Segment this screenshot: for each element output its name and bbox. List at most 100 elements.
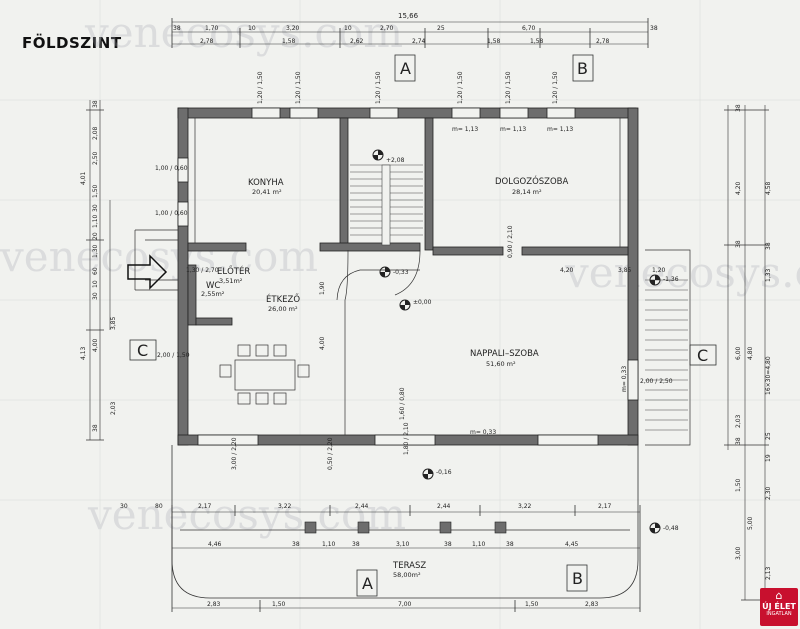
dim-label: 10 (248, 25, 256, 32)
dim-label: 2,44 (355, 503, 369, 510)
dim-label: 1,33 (765, 268, 772, 282)
window-dim: 1,20 / 1,50 (505, 71, 512, 104)
dim-label: 16×30=4,80 (765, 356, 772, 395)
dim-label: 1,00 / 0,60 (155, 165, 188, 172)
dim-label: 2,78 (596, 38, 610, 45)
dim-label: 2,08 (92, 126, 99, 140)
logo-line1: ÚJ ÉLET (762, 602, 796, 611)
window-m-label: m= 0,33 (470, 429, 496, 436)
level-label: +2,08 (386, 157, 405, 164)
dim-label: 3,85 (618, 267, 632, 274)
window-m-label: m= 1,13 (452, 126, 478, 133)
room-name-konyha: KONYHA (248, 178, 284, 188)
dim-label: 1,50 (525, 601, 539, 608)
dim-label: 2,00 / 2,50 (640, 378, 673, 385)
dim-label: 38 (92, 424, 99, 432)
dim-label: 10 (92, 280, 99, 288)
room-area-etkezo: 26,00 m² (268, 305, 298, 313)
dimension-lines (89, 21, 766, 609)
dim-label: 1,58 (282, 38, 296, 45)
room-area-dolgozo: 28,14 m² (512, 188, 542, 196)
dim-label: 38 (735, 437, 742, 445)
brand-logo: ⌂ ÚJ ÉLET INGATLAN (760, 588, 798, 626)
dim-label: 1,10 (92, 214, 99, 228)
dim-label: 1,00 / 0,60 (155, 210, 188, 217)
dim-label: 3,20 (286, 25, 300, 32)
dim-label: 2,13 (765, 566, 772, 580)
dim-label: 38 (506, 541, 514, 548)
interior-lines (134, 118, 691, 446)
dim-label: 3,00 (735, 546, 742, 560)
dim-label: 30 (92, 204, 99, 212)
section-mark-b-top: B (577, 59, 588, 78)
window-dim: 1,20 / 1,50 (375, 71, 382, 104)
dim-label: 3,85 (110, 316, 117, 330)
level-label: -0,48 (663, 525, 679, 532)
room-name-dolgozo: DOLGOZÓSZOBA (495, 175, 569, 187)
dim-label: 38 (292, 541, 300, 548)
dim-label: 2,03 (110, 401, 117, 415)
room-name-terasz: TERASZ (392, 561, 426, 571)
dim-label: 38 (650, 25, 658, 32)
dim-label: 38 (92, 100, 99, 108)
dim-label: 1,20 (652, 267, 666, 274)
room-area-nappali: 51,60 m² (486, 360, 516, 368)
dim-label: 1,58 (487, 38, 501, 45)
window-dim: 1,20 / 1,50 (257, 71, 264, 104)
dim-label: 38 (735, 240, 742, 248)
dim-label: 2,74 (412, 38, 426, 45)
terrace-pillars (304, 521, 507, 534)
dim-label: 1,70 (205, 25, 219, 32)
main-stairs (350, 164, 423, 246)
level-label: -0,33 (393, 269, 409, 276)
windows (177, 107, 639, 446)
dim-label: 1,90 (319, 281, 326, 295)
section-mark-b-bottom: B (572, 569, 583, 588)
window-dim: 1,20 / 1,50 (457, 71, 464, 104)
logo-line2: INGATLAN (766, 611, 792, 617)
dim-label: 4,46 (208, 541, 222, 548)
dim-label: 2,70 (380, 25, 394, 32)
room-name-nappali: NAPPALI–SZOBA (470, 349, 539, 359)
dim-label: 19 (765, 454, 772, 462)
dim-label: 25 (437, 25, 445, 32)
dim-label: 1,10 (472, 541, 486, 548)
dim-label: 2,17 (598, 503, 612, 510)
window-dim: 1,20 / 1,50 (295, 71, 302, 104)
dim-label: 1,50 (272, 601, 286, 608)
dim-label: 3,10 (396, 541, 410, 548)
dim-label: 5,00 (747, 516, 754, 530)
dim-label: 1,50 (92, 184, 99, 198)
dim-label: 2,83 (585, 601, 599, 608)
dim-label: 25 (765, 432, 772, 440)
window-m-label: m= 1,13 (547, 126, 573, 133)
dim-label: 30 (92, 292, 99, 300)
room-name-etkezo: ÉTKEZŐ (266, 293, 300, 305)
dim-label: 6,70 (522, 25, 536, 32)
dim-label: 4,20 (560, 267, 574, 274)
right-dimensions: 38 4,20 4,58 38 1,33 38 6,00 4,80 16×30=… (735, 104, 772, 580)
dim-label: 1,30 / 2,70 (186, 267, 219, 274)
section-mark-c-left: C (137, 341, 148, 360)
dim-label: 0,50 / 2,20 (327, 437, 334, 470)
dining-table (219, 344, 310, 405)
dim-label: 20 (92, 232, 99, 240)
level-label: -0,16 (436, 469, 452, 476)
dim-label: 2,30 (765, 486, 772, 500)
dim-label: 2,50 (92, 151, 99, 165)
dim-label: 2,62 (350, 38, 364, 45)
dim-label: 1,30 (92, 244, 99, 258)
room-area-konyha: 20,41 m² (252, 188, 282, 196)
dim-label: 1,50 (735, 478, 742, 492)
window-m-label: m= 1,13 (500, 126, 526, 133)
dim-label: 3,22 (518, 503, 532, 510)
dim-label: 2,00 / 1,50 (157, 352, 190, 359)
dim-label: 2,03 (735, 414, 742, 428)
floor-title: FÖLDSZINT (22, 34, 122, 52)
dim-label: 6,00 (735, 346, 742, 360)
section-mark-c-right: C (697, 346, 708, 365)
level-label: -1,36 (663, 276, 679, 283)
window-dim: 1,20 / 1,50 (552, 71, 559, 104)
dim-label: 30 (120, 503, 128, 510)
level-markers (372, 149, 661, 534)
